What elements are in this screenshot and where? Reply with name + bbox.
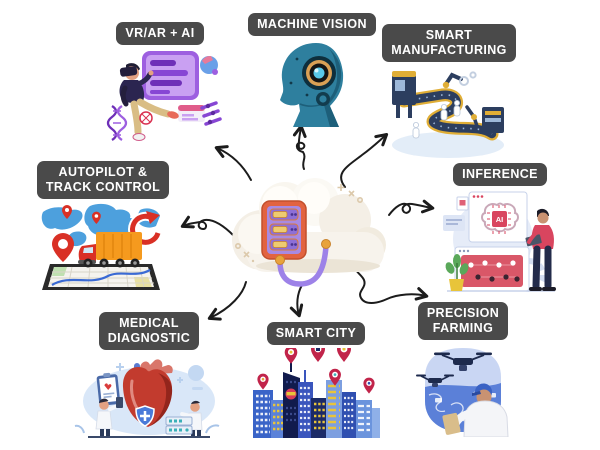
tablet-map — [42, 263, 160, 290]
browser-ai-brain: AI — [468, 191, 528, 243]
connector-cable — [275, 239, 331, 287]
person-with-laptop — [525, 208, 556, 291]
label-medical-diagnostic: MEDICAL DIAGNOSTIC — [98, 312, 200, 350]
arrow-to-smart-city — [289, 284, 304, 318]
monitor-cart — [165, 416, 193, 434]
label-autopilot-track-control: AUTOPILOT & TRACK CONTROL — [36, 161, 170, 199]
arrow-to-machine-vision — [292, 124, 307, 170]
label-precision-farming: PRECISION FARMING — [417, 302, 509, 340]
farmer-with-tablet — [442, 382, 509, 437]
drone-small — [416, 374, 454, 387]
label-vr-ar-ai: VR/AR + AI — [116, 22, 204, 45]
truck-tracking-icon — [41, 203, 163, 290]
robot-head-icon — [280, 42, 344, 127]
arrow-to-autopilot — [180, 215, 235, 237]
arrow-to-smart-manufacturing — [340, 132, 389, 188]
clipboard — [96, 372, 121, 406]
node-vr-ar-ai: VR/AR + AI — [88, 22, 232, 146]
node-precision-farming: PRECISION FARMING — [412, 302, 514, 437]
potted-plant — [445, 253, 469, 291]
drone-large — [434, 352, 492, 371]
heart-diagnostic-icon — [74, 358, 220, 438]
ai-inference-icon: AI — [443, 191, 556, 292]
sparkle-decoration — [234, 184, 364, 263]
workers — [412, 99, 461, 138]
robot-arm — [442, 71, 463, 88]
node-smart-manufacturing: SMART MANUFACTURING — [382, 24, 516, 161]
person-vr-headset — [119, 62, 179, 141]
dna-icon — [106, 104, 127, 141]
map-pin-large — [52, 232, 74, 262]
cloud-shape — [232, 178, 386, 273]
factory-conveyor-icon — [392, 70, 504, 158]
label-machine-vision: MACHINE VISION — [248, 13, 376, 36]
arrow-to-inference — [388, 199, 435, 216]
node-medical-diagnostic: MEDICAL DIAGNOSTIC — [70, 312, 228, 445]
server-rack — [261, 200, 307, 260]
node-inference: INFERENCE AI — [438, 163, 562, 295]
node-smart-city: SMART CITY — [248, 322, 384, 440]
vr-person-icon — [106, 50, 222, 141]
label-inference: INFERENCE — [453, 163, 547, 186]
drone-farming-icon — [416, 347, 509, 437]
cloud-server-icon — [232, 178, 386, 287]
machine-left — [392, 70, 416, 118]
arrow-to-vr-ar-ai — [214, 145, 252, 181]
label-smart-manufacturing: SMART MANUFACTURING — [382, 24, 516, 62]
svg-text:AI: AI — [496, 215, 504, 224]
delivery-truck — [78, 231, 142, 267]
doctor-left — [95, 396, 123, 437]
browser-circuit-board — [454, 246, 530, 292]
node-autopilot-track-control: AUTOPILOT & TRACK CONTROL — [32, 161, 174, 294]
city-map-pins — [257, 347, 375, 394]
arrow-to-precision-farming — [354, 260, 429, 304]
node-cloud-server — [210, 160, 400, 305]
buildings — [253, 355, 380, 438]
medical-shield — [135, 404, 155, 427]
arrow-to-medical-diagnostic — [207, 281, 247, 321]
label-smart-city: SMART CITY — [266, 322, 366, 345]
node-machine-vision: MACHINE VISION — [240, 13, 384, 131]
machine-right — [465, 104, 504, 133]
city-skyline-icon — [253, 347, 380, 438]
